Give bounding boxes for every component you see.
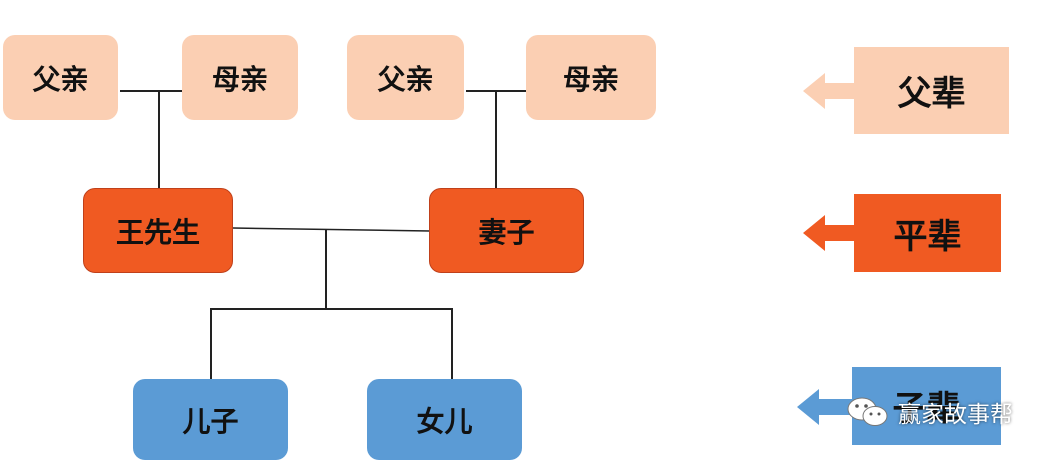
child-generation-label: 子辈 [892, 389, 961, 429]
son-node: 儿子 [133, 379, 288, 460]
right-mother-label: 母亲 [562, 62, 619, 96]
child-generation-legend: 子辈 [852, 367, 1001, 445]
parent-generation-arrow-icon [803, 73, 857, 109]
same-generation-arrow-icon [803, 215, 857, 251]
same-generation-label: 平辈 [893, 216, 962, 257]
same-generation-legend: 平辈 [854, 194, 1001, 272]
child-generation-arrow-icon [797, 389, 853, 425]
parent-generation-label: 父辈 [897, 74, 966, 114]
son-label: 儿子 [182, 404, 239, 438]
connector-son-drop [210, 308, 212, 380]
wechat-icon [847, 397, 888, 426]
watermark: 赢家故事帮 [846, 392, 1013, 432]
husband-node: 王先生 [83, 188, 233, 273]
parent-generation-legend: 父辈 [854, 47, 1009, 134]
connector-right-drop [495, 90, 497, 189]
right-father-node: 父亲 [347, 35, 464, 120]
left-father-label: 父亲 [32, 62, 89, 96]
left-father-node: 父亲 [3, 35, 118, 120]
connector-left-drop [158, 90, 160, 189]
daughter-label: 女儿 [416, 404, 473, 438]
left-mother-label: 母亲 [211, 62, 268, 96]
watermark-text: 赢家故事帮 [898, 402, 1013, 428]
husband-label: 王先生 [115, 215, 200, 249]
right-mother-node: 母亲 [526, 35, 656, 120]
wife-node: 妻子 [429, 188, 584, 273]
right-father-label: 父亲 [377, 62, 434, 96]
left-mother-node: 母亲 [182, 35, 298, 120]
connector-daughter-drop [451, 308, 453, 380]
wife-label: 妻子 [478, 215, 535, 249]
connector-children-bar [210, 308, 452, 310]
connector-couple-drop [325, 230, 327, 309]
daughter-node: 女儿 [367, 379, 522, 460]
